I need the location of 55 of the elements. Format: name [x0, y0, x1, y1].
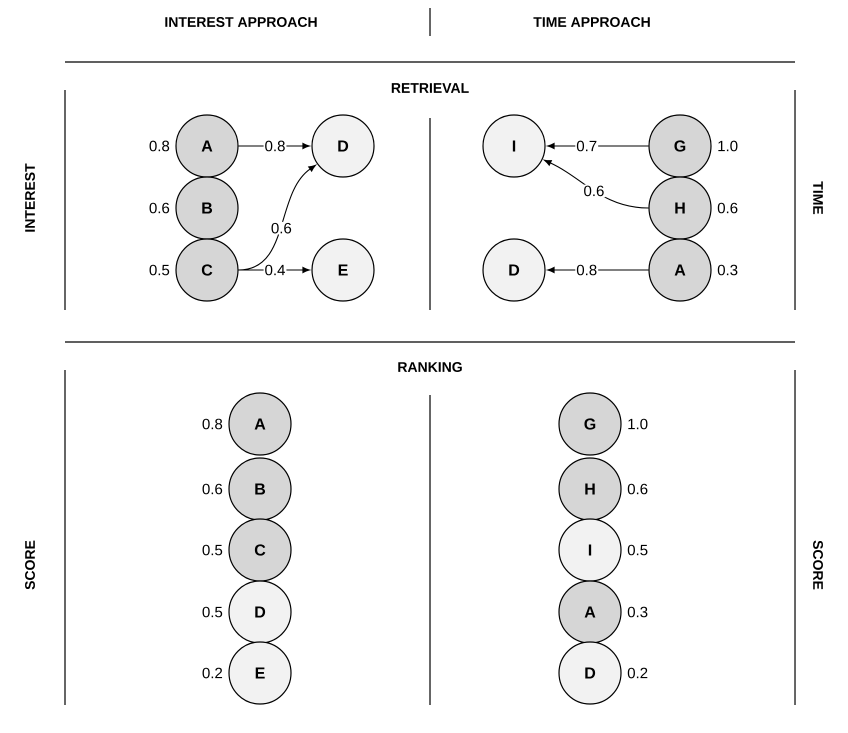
score-label: 0.6: [150, 202, 170, 214]
score-label: 0.2: [202, 668, 222, 678]
edge-label: 0.6: [582, 184, 606, 198]
score-label: 0.6: [202, 484, 222, 494]
score-label: 1.0: [718, 140, 738, 152]
circle-node: D: [482, 238, 546, 302]
circle-node: G: [648, 114, 712, 178]
circle-node: D: [558, 641, 622, 705]
circle-node: E: [311, 238, 375, 302]
circle-node: D: [311, 114, 375, 178]
column-heading: RETRIEVAL: [392, 83, 469, 93]
circle-node: C: [175, 238, 239, 302]
arrow: [547, 266, 648, 274]
axis-label: TIME: [813, 181, 823, 214]
edge-label: 0.6: [270, 222, 293, 234]
circle-node: G: [558, 392, 622, 456]
score-label: 0.3: [718, 264, 738, 276]
score-label: 1.0: [628, 418, 648, 430]
circle-node: H: [648, 176, 712, 240]
score-label: 0.5: [202, 544, 222, 556]
edge-label: 0.8: [575, 264, 598, 276]
score-label: 0.6: [628, 484, 648, 494]
score-label: 0.5: [628, 544, 648, 556]
circle-node: C: [228, 518, 292, 582]
circle-node: A: [648, 238, 712, 302]
edge-label: 0.4: [264, 264, 286, 276]
circle-node: D: [228, 580, 292, 644]
axis-label: SCORE: [25, 540, 35, 590]
score-label: 0.3: [628, 606, 648, 618]
arrow: [544, 160, 648, 209]
edge-label: 0.7: [575, 140, 598, 152]
arrow: [238, 266, 310, 274]
circle-node: A: [558, 580, 622, 644]
circle-node: I: [482, 114, 546, 178]
score-label: 0.8: [202, 418, 222, 430]
arrow: [238, 142, 310, 150]
circle-node: I: [558, 518, 622, 582]
circle-node: A: [175, 114, 239, 178]
axis-label: INTEREST: [25, 164, 35, 232]
column-heading: TIME APPROACH: [533, 17, 650, 27]
edge-label: 0.8: [264, 140, 286, 152]
circle-node: B: [228, 457, 292, 521]
column-heading: INTEREST APPROACH: [165, 17, 317, 27]
circle-node: B: [175, 176, 239, 240]
score-label: 0.5: [150, 264, 170, 276]
axis-label: SCORE: [813, 540, 823, 590]
circle-node: E: [228, 641, 292, 705]
score-label: 0.6: [718, 202, 738, 214]
score-label: 0.8: [150, 140, 170, 152]
score-label: 0.2: [628, 668, 648, 678]
column-heading: RANKING: [398, 362, 462, 372]
arrow: [547, 142, 648, 150]
circle-node: A: [228, 392, 292, 456]
circle-node: H: [558, 457, 622, 521]
score-label: 0.5: [202, 606, 222, 618]
